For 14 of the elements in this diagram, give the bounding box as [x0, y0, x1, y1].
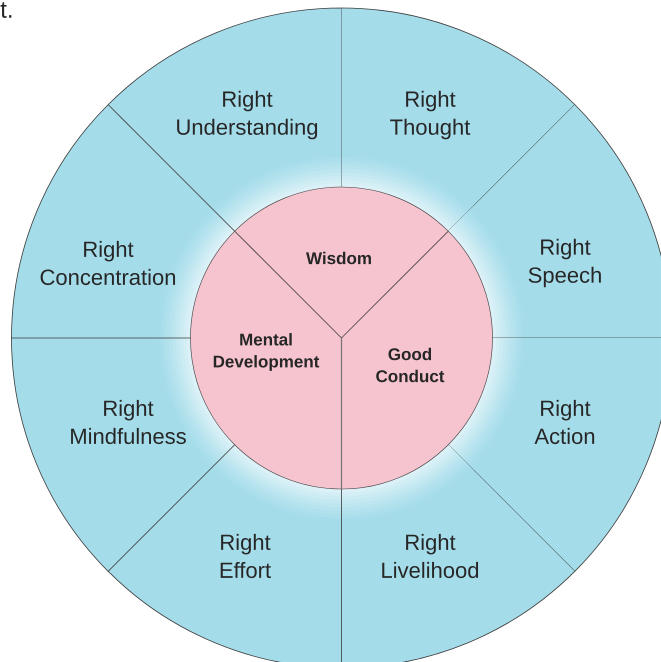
segment-label: Right Effort [220, 534, 271, 578]
cut-off-text: t. [0, 2, 12, 18]
segment-label: Right Speech [528, 238, 601, 288]
wheel-segment [341, 444, 576, 662]
hub-label: Good Conduct [376, 348, 444, 382]
segment-label: Right Livelihood [382, 534, 478, 578]
segment-label: Right Mindfulness [71, 400, 186, 444]
segment-label: Right Action [534, 400, 594, 444]
hub-label: Wisdom [306, 252, 371, 264]
segment-label: Right Concentration [40, 240, 176, 286]
segment-label: Right Understanding [177, 90, 318, 140]
wheel-segment [108, 444, 342, 662]
hub-label: Mental Development [214, 333, 320, 371]
segment-label: Right Thought [390, 90, 470, 140]
